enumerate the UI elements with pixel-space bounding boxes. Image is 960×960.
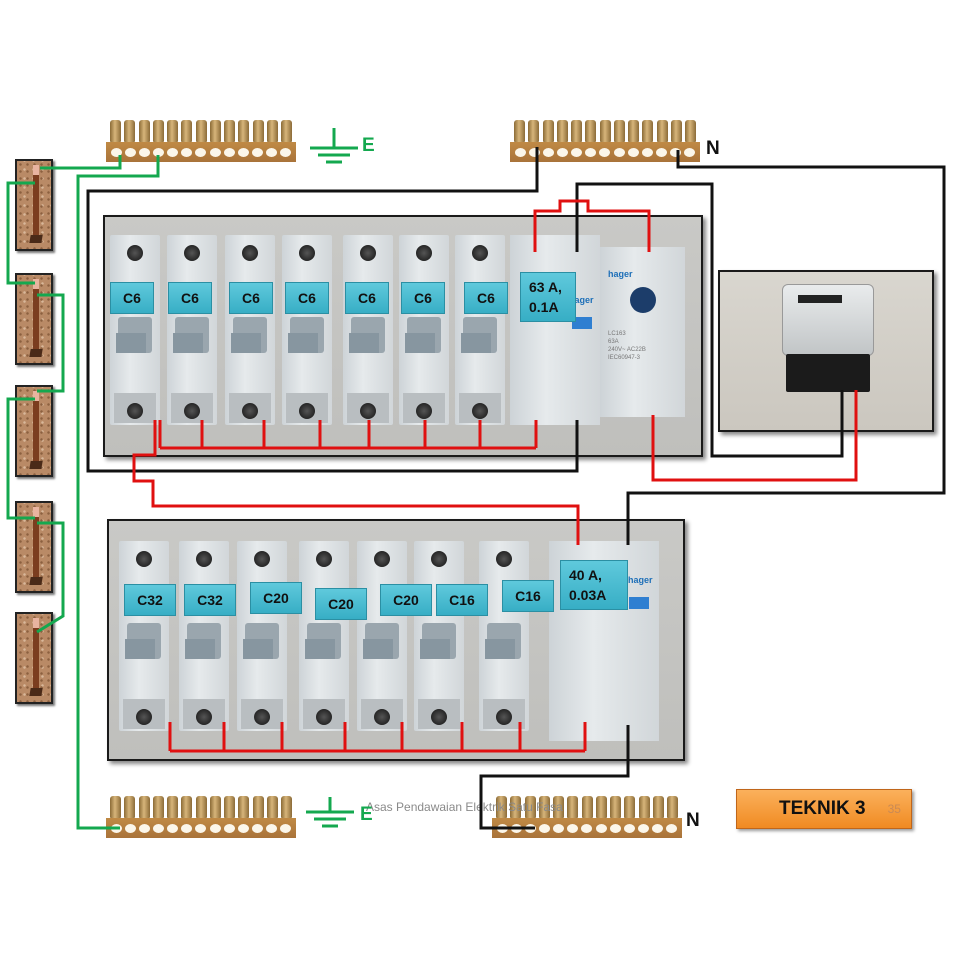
mcb-bottom-6	[414, 541, 464, 731]
main-switch-std: IEC60947-3	[608, 355, 641, 361]
ground-rod-icon	[15, 273, 53, 365]
kwh-meter-case	[782, 284, 874, 356]
ground-rod-icon	[15, 612, 53, 704]
mcb-top-7	[455, 235, 505, 425]
mcb-bottom-3	[237, 541, 287, 731]
main-switch-rating: 63A	[608, 339, 619, 345]
ground-rod-icon	[15, 501, 53, 593]
earth-terminal-bar-bottom	[106, 796, 296, 840]
mcb-rating-tag: C6	[229, 282, 273, 314]
slide-page-number: 35	[887, 802, 901, 816]
bottom-distribution-panel: :hager	[107, 519, 685, 761]
earth-label-top: E	[362, 135, 375, 156]
rcd-top: :hager	[510, 235, 600, 425]
mcb-rating-tag: C6	[110, 282, 154, 314]
neutral-terminal-bar-top	[510, 120, 700, 164]
neutral-label-bottom: N	[686, 810, 700, 831]
mcb-top-5	[343, 235, 393, 425]
mcb-bottom-4	[299, 541, 349, 731]
main-switch-window	[630, 287, 656, 313]
neutral-label-top: N	[706, 138, 720, 159]
mcb-rating-tag: C6	[285, 282, 329, 314]
mcb-top-2	[167, 235, 217, 425]
rcd-rating-line1: 63 A,	[529, 279, 562, 295]
mcb-bottom-7	[479, 541, 529, 731]
rcd-brand: :hager	[625, 575, 653, 585]
main-switch-spec: 240V~ AC22B	[608, 347, 646, 353]
mcb-rating-tag: C20	[250, 582, 302, 614]
mcb-rating-tag: C6	[345, 282, 389, 314]
mcb-rating-tag: C32	[124, 584, 176, 616]
mcb-bottom-1	[119, 541, 169, 731]
rcd-rating-line1: 40 A,	[569, 567, 602, 583]
mcb-top-6	[399, 235, 449, 425]
top-distribution-panel: :hager hager LC163 63A 240V~ AC22B IEC60…	[103, 215, 703, 457]
main-switch: hager LC163 63A 240V~ AC22B IEC60947-3	[600, 247, 685, 417]
mcb-rating-tag: C20	[315, 588, 367, 620]
main-switch-model: LC163	[608, 331, 626, 337]
meter-counter-display	[798, 295, 842, 303]
mcb-top-3	[225, 235, 275, 425]
mcb-rating-tag: C6	[401, 282, 445, 314]
rcd-rating-line2: 0.03A	[569, 587, 607, 603]
teknik-3-button[interactable]: TEKNIK 3 35	[736, 789, 912, 829]
teknik-3-label: TEKNIK 3	[779, 798, 866, 819]
rcd-test-button	[629, 597, 649, 609]
earth-label-bottom: E	[360, 804, 373, 825]
mcb-rating-tag: C32	[184, 584, 236, 616]
mcb-rating-tag: C6	[168, 282, 212, 314]
mcb-bottom-2	[179, 541, 229, 731]
mcb-top-1	[110, 235, 160, 425]
rcd-rating-tag-bottom: 40 A, 0.03A	[560, 560, 628, 610]
kwh-meter-photo	[718, 270, 934, 432]
ground-rod-icon	[15, 385, 53, 477]
earth-terminal-bar-top	[106, 120, 296, 164]
mcb-rating-tag: C16	[436, 584, 488, 616]
main-switch-brand: hager	[608, 269, 633, 279]
slide-footer-title: Asas Pendawaian Elektrik Satu Fasa	[366, 800, 563, 814]
mcb-top-4	[282, 235, 332, 425]
earth-symbol-icon	[310, 125, 358, 165]
mcb-rating-tag: C20	[380, 584, 432, 616]
kwh-meter-terminal-block	[786, 354, 870, 392]
mcb-rating-tag: C6	[464, 282, 508, 314]
rcd-rating-line2: 0.1A	[529, 299, 559, 315]
mcb-rating-tag: C16	[502, 580, 554, 612]
mcb-bottom-5	[357, 541, 407, 731]
rcd-rating-tag-top: 63 A, 0.1A	[520, 272, 576, 322]
ground-rod-icon	[15, 159, 53, 251]
